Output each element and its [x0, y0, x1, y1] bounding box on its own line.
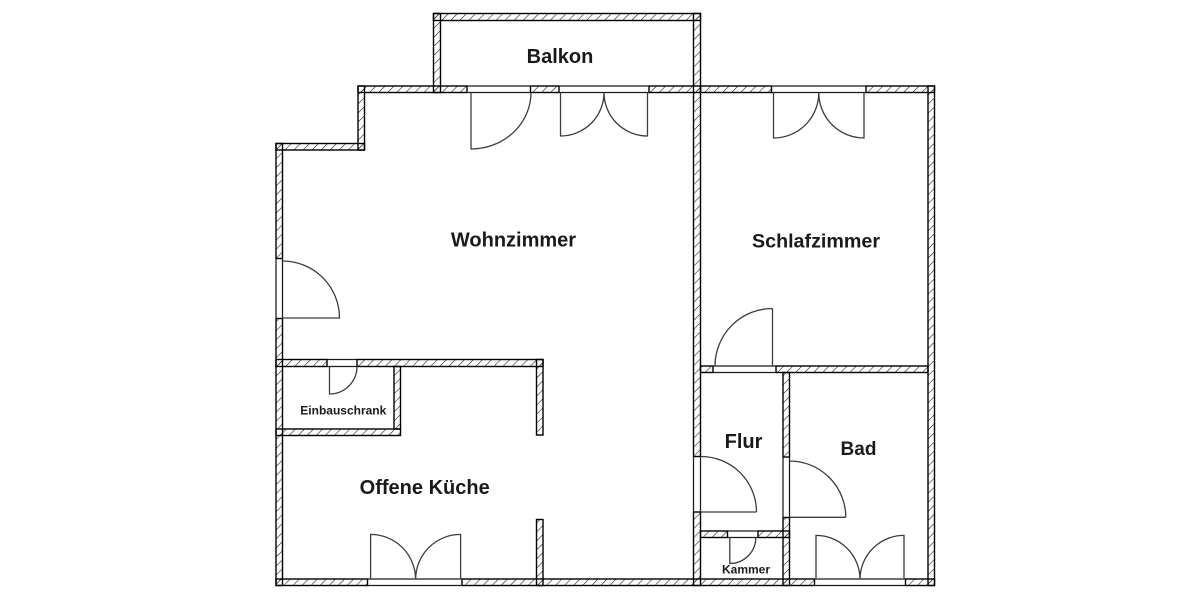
svg-text:Flur: Flur [725, 431, 763, 453]
svg-text:Einbauschrank: Einbauschrank [300, 404, 386, 418]
svg-text:Bad: Bad [841, 439, 877, 460]
svg-text:Kammer: Kammer [722, 563, 770, 577]
svg-text:Wohnzimmer: Wohnzimmer [451, 230, 576, 252]
svg-text:Schlafzimmer: Schlafzimmer [752, 231, 880, 253]
svg-text:Offene Küche: Offene Küche [360, 477, 490, 499]
svg-text:Balkon: Balkon [527, 46, 594, 68]
